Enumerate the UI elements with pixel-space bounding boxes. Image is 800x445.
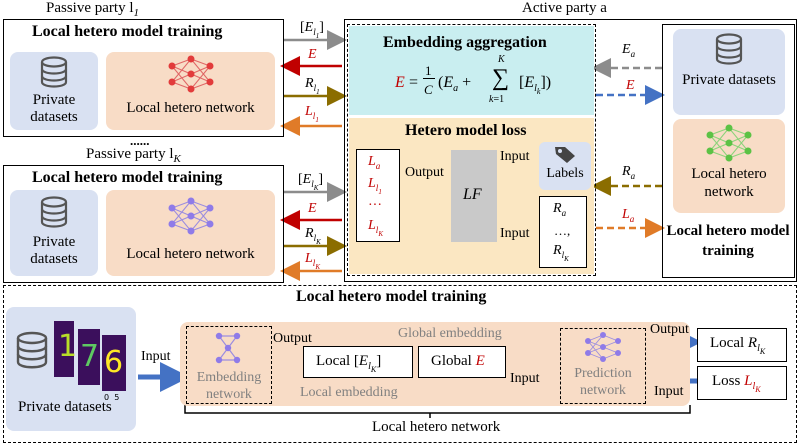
prediction-network-box: Prediction network xyxy=(560,328,646,404)
network-bracket xyxy=(184,405,691,414)
input-label-2: Input xyxy=(510,371,540,386)
datasets-label: Private datasets xyxy=(30,92,78,125)
arrow-label-active-ea: Ea xyxy=(622,42,636,59)
local-e-box: Local [ElK] xyxy=(303,346,413,378)
digit-ticks: 0 5 xyxy=(104,393,120,402)
r-item-lk: RlK xyxy=(553,243,569,263)
embedding-aggregation-panel: Embedding aggregation E = 1 C (Ea + K ∑ … xyxy=(349,26,594,115)
datasets-label: Private datasets xyxy=(682,72,776,88)
arrow-label-bot-r: RlK xyxy=(305,226,321,246)
passive-top-datasets: Private datasets xyxy=(10,52,98,130)
digit-image-2: 7 xyxy=(78,329,100,385)
embedding-network-label: Embedding network xyxy=(196,370,262,402)
local-embedding-label: Local embedding xyxy=(300,385,398,400)
passive-top-network: Local hetero network xyxy=(106,52,275,130)
neural-network-icon-purple xyxy=(168,197,214,235)
input-label-3: Input xyxy=(654,384,684,399)
loss-item-dots: ··· xyxy=(368,198,382,213)
output-label-2: Output xyxy=(650,322,689,337)
labels-label: Labels xyxy=(546,166,584,181)
prediction-network-label: Prediction network xyxy=(574,366,632,398)
passive-top-title: Passive party l1 xyxy=(46,0,139,19)
bottom-input-label: Input xyxy=(141,349,171,364)
local-r-box: Local RlK xyxy=(697,328,787,362)
output-label: Output xyxy=(273,331,312,346)
loss-item-a: La xyxy=(368,154,381,171)
embedding-network-box: Embedding network xyxy=(186,326,272,404)
arrow-label-active-ra: Ra xyxy=(622,164,636,181)
labels-box: Labels xyxy=(539,142,591,190)
arrow-label-bot-l: LlK xyxy=(305,251,320,271)
arrow-label-active-la: La xyxy=(622,207,635,224)
lf-label: LF xyxy=(463,186,482,203)
bottom-title: Local hetero model training xyxy=(296,288,487,305)
arrow-label-bot-e: E xyxy=(308,201,317,216)
passive-bottom-title: Passive party lK xyxy=(86,146,181,165)
arrow-label-top-e: E xyxy=(308,47,317,62)
neural-network-icon-green xyxy=(706,124,752,162)
active-panel xyxy=(344,19,797,282)
loss-title: Hetero model loss xyxy=(405,122,527,139)
arrow-label-active-e: E xyxy=(626,78,635,93)
r-box: Ra …, RlK xyxy=(539,196,587,268)
arrow-label-bot-e-lk: [ElK] xyxy=(298,172,324,192)
bottom-training-panel: Local hetero model training xyxy=(3,285,797,443)
network-label: Local hetero network xyxy=(126,246,255,262)
network-label: Local hetero network xyxy=(691,166,767,200)
local-e-label: Local [ElK] xyxy=(316,353,382,374)
global-e-box: Global E xyxy=(418,346,506,378)
passive-top-box-title: Local hetero model training xyxy=(32,23,223,40)
active-datasets: Private datasets xyxy=(673,29,785,115)
arrow-label-top-r: Rl1 xyxy=(305,76,320,96)
lf-box: LF xyxy=(451,150,497,242)
network-label: Local hetero network xyxy=(126,100,255,116)
loss-l-label: Loss LlK xyxy=(712,373,761,394)
loss-l-box: Loss LlK xyxy=(697,366,787,400)
global-embedding-label: Global embedding xyxy=(398,326,502,341)
active-title: Active party a xyxy=(522,0,607,16)
active-dashed-block xyxy=(347,24,596,276)
input-label-1: Input xyxy=(500,149,530,164)
r-item-dots: …, xyxy=(554,223,571,238)
datasets-label: Private datasets xyxy=(18,399,112,415)
database-icon xyxy=(715,33,743,65)
database-icon xyxy=(40,56,68,88)
input-label-2: Input xyxy=(500,226,530,241)
arrow-label-top-e-lk: [El1] xyxy=(300,20,324,40)
aggregation-title: Embedding aggregation xyxy=(383,34,547,51)
database-icon xyxy=(40,196,68,228)
arrow-label-top-l: Ll1 xyxy=(305,104,319,124)
ellipsis: ...... xyxy=(130,133,150,148)
active-local-training: Private datasets Local hetero network Lo… xyxy=(662,24,795,278)
prediction-network-icon xyxy=(585,332,621,362)
datasets-label: Private datasets xyxy=(30,234,78,267)
global-e-label: Global E xyxy=(431,353,485,369)
neural-network-icon-red xyxy=(168,55,214,93)
digit-image-3: 6 xyxy=(102,335,126,391)
local-r-label: Local RlK xyxy=(710,335,766,356)
loss-item-lk: LlK xyxy=(368,218,383,238)
bottom-datasets: 1 7 6 0 5 Private datasets xyxy=(6,307,136,431)
active-network: Local hetero network xyxy=(673,119,785,213)
digit-image-1: 1 xyxy=(54,321,77,377)
active-box-title: Local hetero model training xyxy=(666,223,790,259)
passive-bottom-network: Local hetero network xyxy=(106,190,275,276)
passive-bottom-box-title: Local hetero model training xyxy=(32,169,223,186)
embedding-network-icon xyxy=(215,332,241,364)
passive-top-panel: Local hetero model training Private data… xyxy=(3,19,284,137)
hetero-loss-panel: Hetero model loss La Ll1 ··· LlK Output … xyxy=(349,118,594,274)
losses-box: La Ll1 ··· LlK xyxy=(356,149,400,242)
passive-bottom-datasets: Private datasets xyxy=(10,190,98,276)
r-item-a: Ra xyxy=(553,201,567,218)
loss-item-l1: Ll1 xyxy=(368,176,382,196)
passive-bottom-panel: Local hetero model training Private data… xyxy=(3,165,284,283)
database-icon xyxy=(16,331,48,369)
tag-icon xyxy=(555,147,575,163)
output-label: Output xyxy=(405,165,444,180)
network-caption: Local hetero network xyxy=(372,419,501,435)
